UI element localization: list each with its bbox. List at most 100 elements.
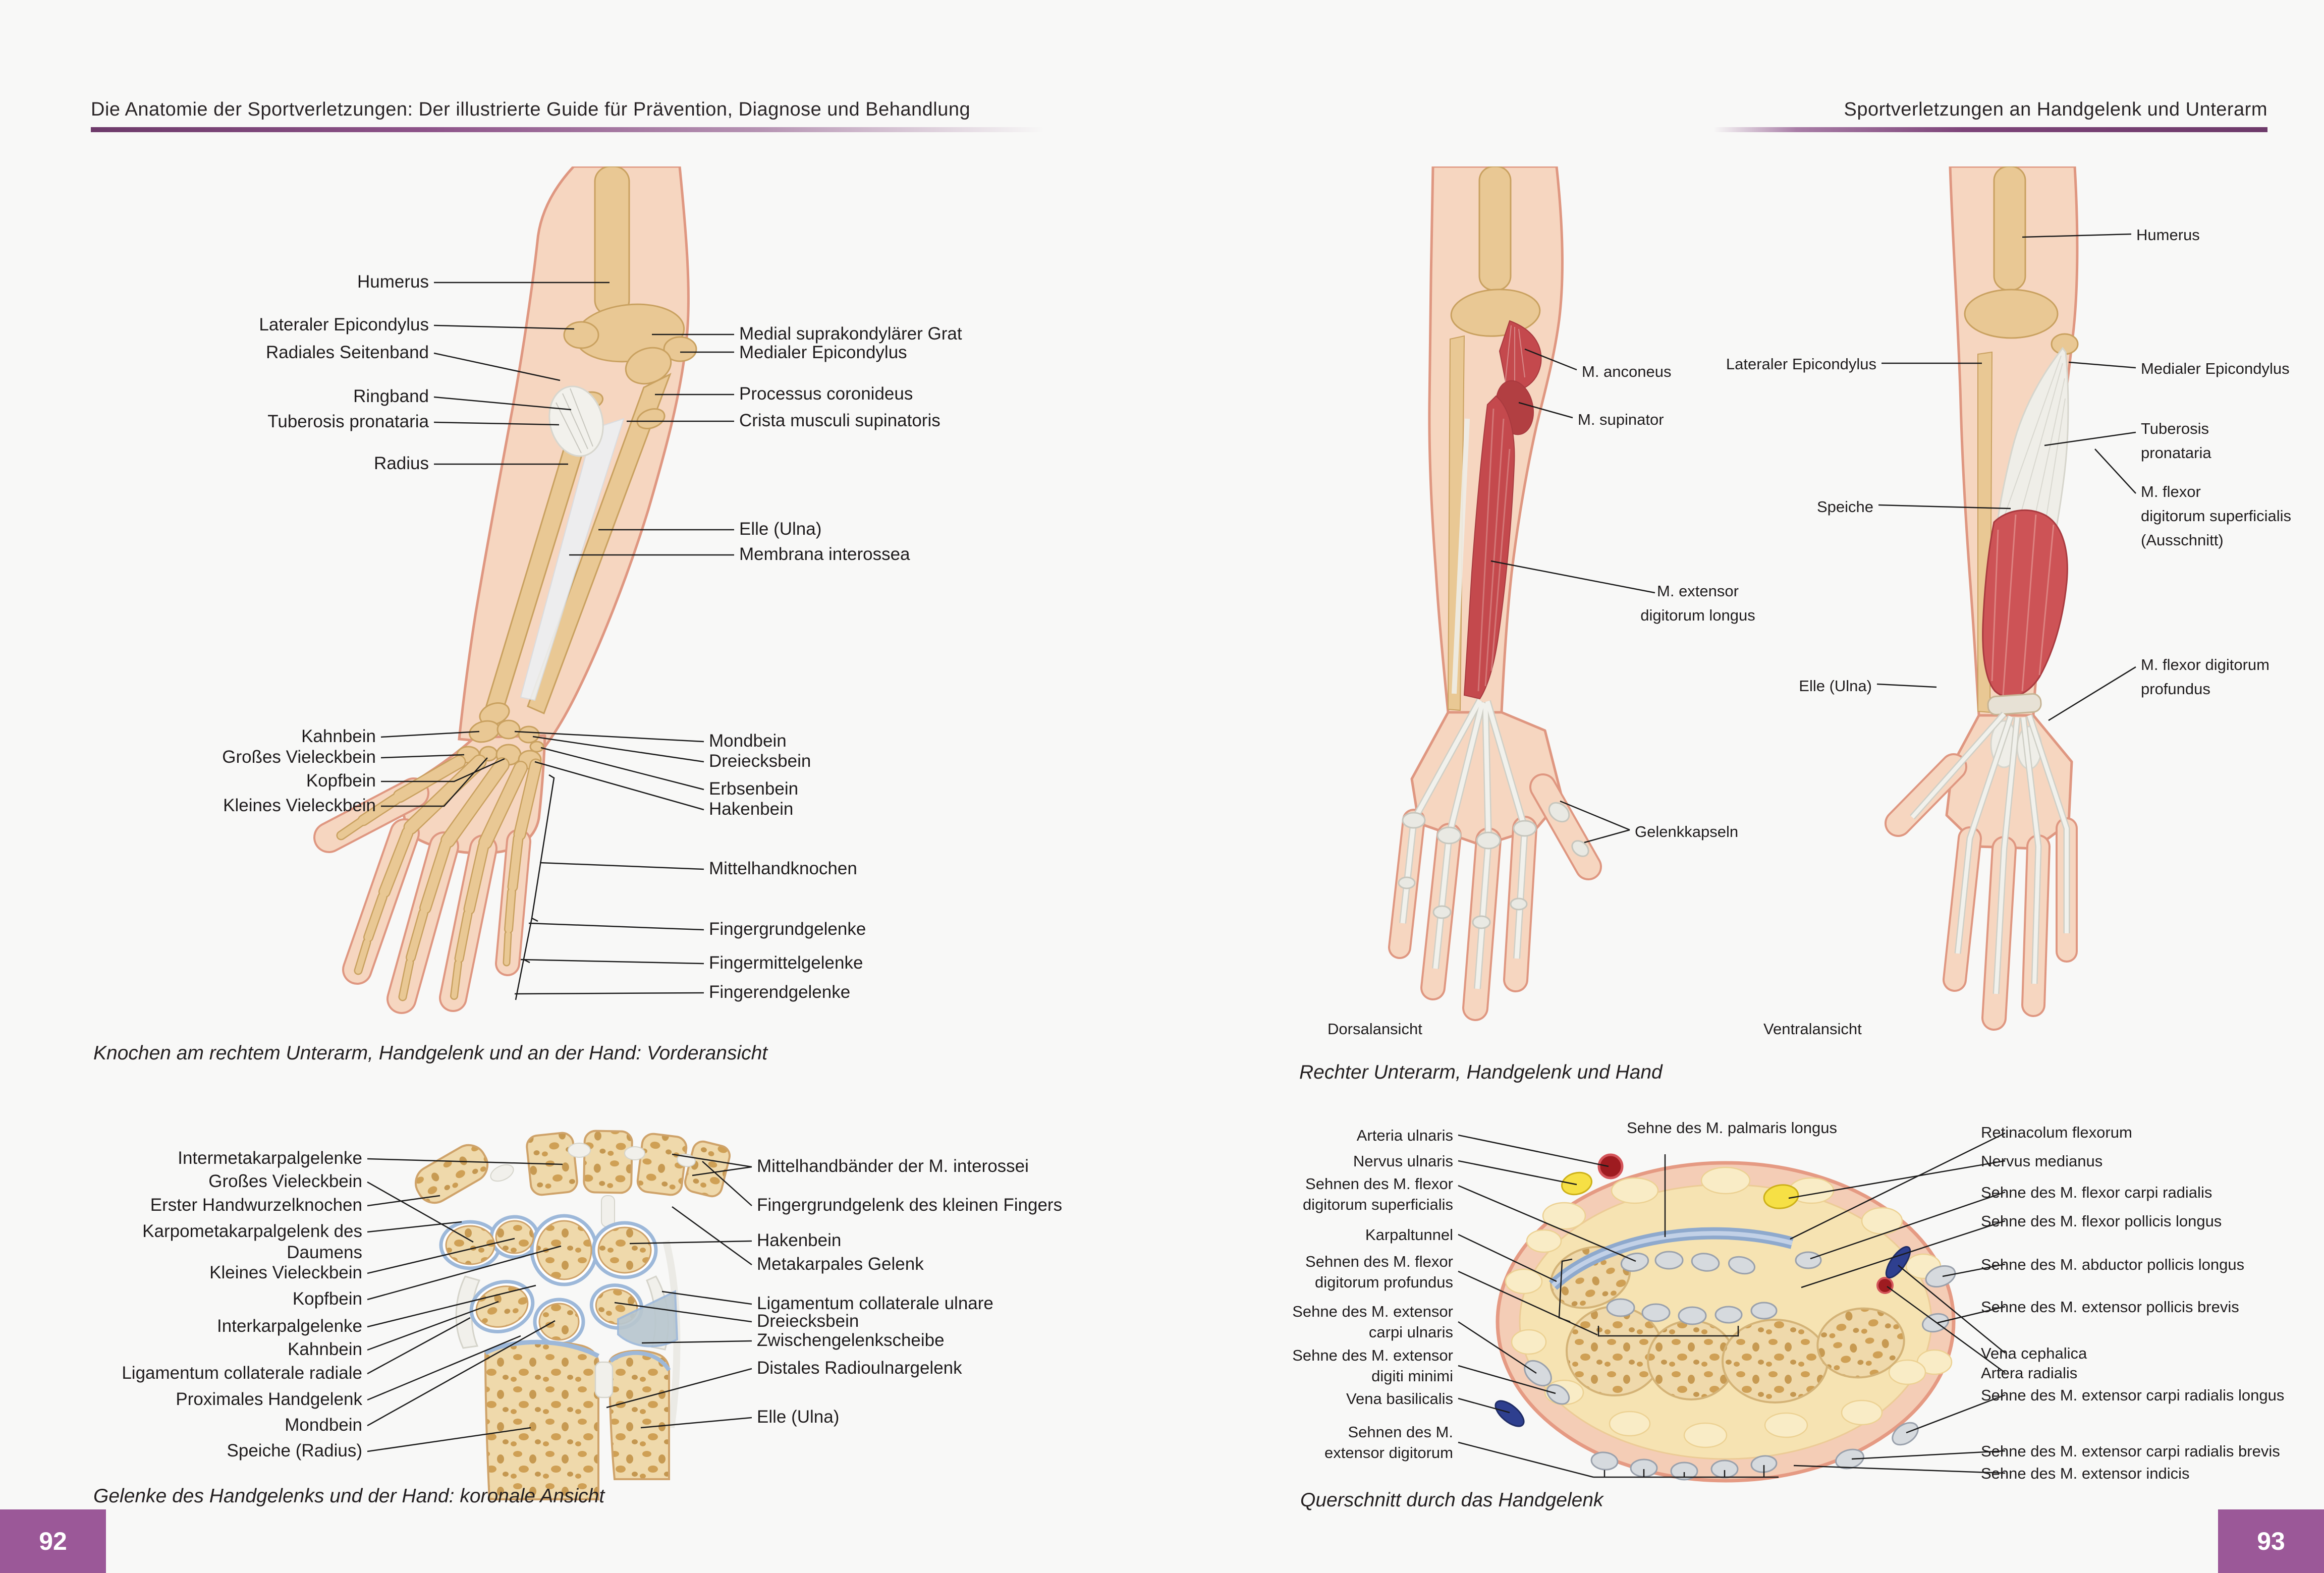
bones-front-illustration (313, 166, 734, 1014)
carpal-bone-sections (1550, 1246, 1905, 1403)
label-gelenkkapseln: Gelenkkapseln (1635, 823, 1739, 840)
forearm-muscles-illustration (1388, 166, 2136, 1031)
articular-disc (617, 1289, 679, 1347)
label-crista-musculi-supinatoris: Crista musculi supinatoris (739, 411, 940, 430)
label-artera-radialis: Artera radialis (1981, 1364, 2078, 1382)
label-sehnen-flexor-superficialis: Sehnen des M. flexor digitorum superfici… (1302, 1175, 1453, 1213)
label-vena-basilicalis: Vena basilicalis (1346, 1390, 1453, 1408)
label-grosses-vieleckbein: Großes Vieleckbein (222, 747, 376, 767)
joint-capsules (1398, 802, 1589, 929)
radiocarpal-joint-line (484, 1339, 600, 1358)
caption-bones-figure: Knochen am rechtem Unterarm, Handgelenk … (93, 1042, 768, 1064)
label-membrana-interossea: Membrana interossea (739, 544, 910, 564)
ulnar-nerve-section (1561, 1171, 1592, 1196)
label-sehnen-flexor-profundus: Sehnen des M. flexor digitorum profundus (1305, 1253, 1453, 1291)
leader-lines (367, 1153, 752, 1452)
label-m-flexor-digitorum-profundus: M. flexor digitorum profundus (2141, 656, 2270, 698)
label-karpometakarpalgelenk-daumen: Karpometakarpalgelenk des Daumens (142, 1221, 362, 1262)
label-ringband: Ringband (353, 386, 429, 406)
label-grosses-vieleckbein-2: Großes Vieleckbein (208, 1171, 362, 1191)
basilic-vein-section (1495, 1400, 1525, 1427)
header-rule-left (91, 127, 1044, 132)
label-erbsenbein: Erbsenbein (709, 779, 799, 799)
label-fingermittelgelenke: Fingermittelgelenke (709, 953, 863, 973)
label-kleines-vieleckbein-2: Kleines Vieleckbein (209, 1263, 362, 1282)
label-tuberosis-pronataria-2: Tuberosis pronataria (2141, 420, 2211, 462)
metacarpal-bases (414, 1130, 731, 1204)
label-nervus-medianus: Nervus medianus (1981, 1152, 2103, 1170)
label-proximales-handgelenk: Proximales Handgelenk (176, 1389, 362, 1409)
label-intermetakarpalgelenke: Intermetakarpalgelenke (178, 1148, 362, 1168)
label-sehne-abductor-pollicis-longus: Sehne des M. abductor pollicis longus (1981, 1256, 2245, 1273)
label-sehne-extensor-carpi-ulnaris: Sehne des M. extensor carpi ulnaris (1292, 1303, 1453, 1341)
label-fingerendgelenke: Fingerendgelenke (709, 982, 851, 1002)
label-sehne-palmaris-longus: Sehne des M. palmaris longus (1627, 1119, 1838, 1137)
label-retinacolum-flexorum: Retinacolum flexorum (1981, 1123, 2132, 1141)
page-header-left: Die Anatomie der Sportverletzungen: Der … (91, 99, 971, 120)
label-sehne-flexor-carpi-radialis: Sehne des M. flexor carpi radialis (1981, 1184, 2212, 1201)
label-karpaltunnel: Karpaltunnel (1365, 1226, 1453, 1244)
leader-lines (1458, 1132, 2006, 1478)
label-radiales-seitenband: Radiales Seitenband (265, 343, 429, 362)
label-metakarpales-gelenk: Metakarpales Gelenk (757, 1254, 924, 1274)
label-fingergrundgelenke: Fingergrundgelenke (709, 919, 866, 939)
radial-artery-section (1876, 1277, 1894, 1294)
label-elle-ulna-3: Elle (Ulna) (1799, 677, 1872, 695)
view-label-ventral: Ventralansicht (1763, 1020, 1862, 1038)
label-mondbein-2: Mondbein (285, 1415, 362, 1435)
caption-cross-section-figure: Querschnitt durch das Handgelenk (1300, 1489, 1603, 1511)
caption-muscles-figure: Rechter Unterarm, Handgelenk und Hand (1299, 1061, 1663, 1083)
label-speiche-radius: Speiche (Radius) (227, 1441, 362, 1460)
dorsal-arm (1388, 166, 1602, 1021)
header-rule-right (1713, 127, 2267, 132)
label-erster-handwurzelknochen: Erster Handwurzelknochen (150, 1195, 362, 1215)
hand-bones (336, 754, 542, 1001)
view-label-dorsal: Dorsalansicht (1327, 1020, 1422, 1038)
label-processus-coronideus: Processus coronideus (739, 384, 913, 404)
label-lig-collaterale-radiale: Ligamentum collaterale radiale (122, 1363, 362, 1383)
label-mittelhandbaender: Mittelhandbänder der M. interossei (757, 1156, 1029, 1176)
page-header-right: Sportverletzungen an Handgelenk und Unte… (1844, 99, 2267, 120)
label-sehnen-extensor-digitorum: Sehnen des M. extensor digitorum (1324, 1423, 1453, 1462)
label-humerus: Humerus (357, 272, 429, 292)
extensor-digitorum-muscle (1463, 395, 1515, 700)
figure-wrist-cross-section: Sehne des M. palmaris longus Arteria uln… (1282, 1110, 2324, 1529)
label-distales-radioulnargelenk: Distales Radioulnargelenk (757, 1358, 962, 1378)
label-kleines-vieleckbein: Kleines Vieleckbein (223, 796, 376, 815)
label-m-flexor-digitorum-superficialis: M. flexor digitorum superficialis (Aussc… (2141, 483, 2292, 549)
page-number-left: 92 (0, 1509, 106, 1573)
wrist-fibrous-band (1987, 693, 2042, 716)
label-kopfbein-2: Kopfbein (292, 1289, 362, 1309)
label-mittelhandknochen: Mittelhandknochen (709, 859, 857, 878)
label-radius: Radius (374, 454, 429, 473)
ulnar-joint-line (609, 1351, 671, 1372)
label-m-extensor-digitorum-longus: M. extensor digitorum longus (1640, 582, 1755, 624)
label-lateraler-epicondylus-2: Lateraler Epicondylus (1726, 355, 1876, 373)
leader-lines (1490, 233, 2136, 844)
arm-bones (456, 166, 697, 770)
ventral-arm (1885, 166, 2079, 1031)
figure-bones-front-view: Humerus Lateraler Epicondylus Radiales S… (91, 166, 1100, 1024)
label-zwischengelenkscheibe: Zwischengelenkscheibe (757, 1330, 945, 1350)
figure-forearm-muscles: M. anconeus M. supinator Lateraler Epico… (1282, 166, 2324, 1080)
label-sehne-extensor-carpi-radialis-brevis: Sehne des M. extensor carpi radialis bre… (1981, 1442, 2280, 1460)
figure-wrist-joints-coronal: Intermetakarpalgelenke Großes Vieleckbei… (91, 1125, 1100, 1508)
label-sehne-extensor-digiti-minimi: Sehne des M. extensor digiti minimi (1292, 1346, 1453, 1385)
flexor-digitorum-superficialis-muscle (1982, 509, 2068, 698)
radius-ulna (484, 1340, 670, 1500)
label-m-anconeus: M. anconeus (1582, 363, 1672, 380)
label-dreiecksbein-2: Dreiecksbein (757, 1311, 859, 1331)
wrist-cross-section-illustration (1458, 1132, 2006, 1483)
label-elle-ulna-2: Elle (Ulna) (757, 1407, 840, 1427)
page-number-right: 93 (2218, 1509, 2324, 1573)
tendon-sections (1524, 1251, 1956, 1481)
druj-ligament (594, 1361, 614, 1398)
label-vena-cephalica: Vena cephalica (1981, 1344, 2087, 1362)
label-mondbein: Mondbein (709, 731, 787, 751)
label-medialer-epicondylus: Medialer Epicondylus (739, 343, 907, 362)
label-hakenbein: Hakenbein (709, 799, 794, 819)
label-kopfbein: Kopfbein (306, 771, 376, 791)
label-kahnbein-2: Kahnbein (288, 1339, 362, 1359)
label-nervus-ulnaris: Nervus ulnaris (1353, 1152, 1453, 1170)
label-speiche: Speiche (1816, 498, 1873, 516)
